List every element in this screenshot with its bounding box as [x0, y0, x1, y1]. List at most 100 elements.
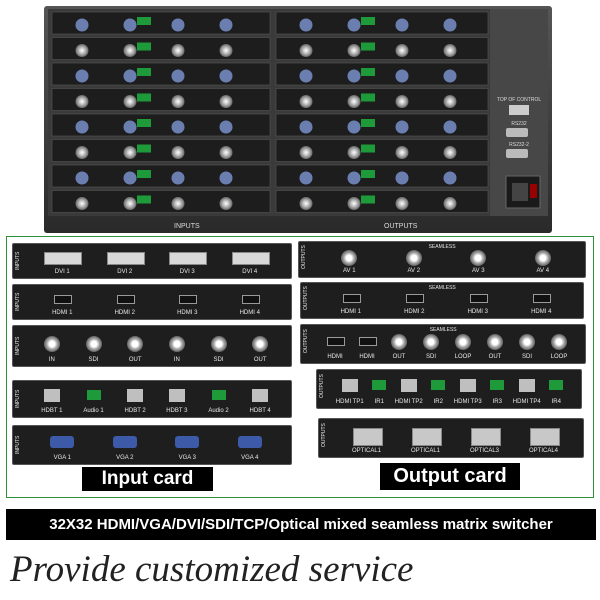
chassis-slot — [275, 37, 489, 60]
input-card-tag: INPUTS — [15, 435, 21, 454]
chassis-port — [299, 171, 313, 185]
port-label: HDBT 4 — [249, 408, 271, 414]
chassis-port — [171, 120, 185, 134]
port-connector-icon — [391, 334, 407, 350]
chassis-port — [443, 146, 457, 159]
port-label: SDI — [213, 357, 224, 363]
port-label: HDMI TP3 — [453, 399, 482, 405]
port-label: IN — [173, 357, 180, 363]
chassis-port — [171, 146, 185, 159]
chassis-terminal — [137, 93, 151, 102]
port-label: DVI 3 — [179, 269, 195, 275]
port-label: OPTICAL1 — [351, 448, 381, 454]
chassis-terminal — [137, 144, 151, 153]
port-connector-icon — [168, 389, 185, 402]
seamless-label: SEAMLESS — [428, 244, 456, 250]
chassis-port — [347, 95, 361, 108]
chassis-port — [75, 95, 89, 108]
port-connector-icon — [341, 379, 358, 392]
port-connector-icon — [533, 293, 552, 303]
outputs-label: OUTPUTS — [384, 223, 418, 230]
chassis-port — [75, 146, 89, 159]
port-connector-icon — [423, 334, 439, 350]
chassis-port — [395, 44, 409, 57]
port-label: VGA 3 — [178, 455, 196, 461]
chassis-port — [171, 18, 185, 32]
chassis-terminal — [137, 170, 151, 178]
chassis-slot — [275, 88, 489, 111]
input-card-tag: INPUTS — [15, 336, 21, 355]
port-connector-icon — [169, 252, 208, 265]
port-label: Audio 2 — [208, 408, 229, 414]
chassis-svg: TOP OF CONTROL RS232 RS232-2 INPUTS OUTP… — [44, 6, 552, 233]
chassis-port — [443, 95, 457, 108]
chassis-port — [443, 69, 457, 83]
chassis-port — [347, 18, 361, 32]
chassis-port — [75, 197, 89, 210]
cards-frame — [6, 236, 594, 498]
chassis-port — [219, 95, 233, 108]
chassis-port — [123, 197, 137, 210]
chassis-port — [443, 171, 457, 185]
chassis-port — [395, 171, 409, 185]
chassis-port — [347, 120, 361, 134]
port-label: HDMI 3 — [467, 309, 488, 315]
chassis-slot — [51, 190, 271, 213]
chassis-port — [395, 69, 409, 83]
chassis-port — [347, 197, 361, 210]
chassis-slot — [275, 164, 489, 188]
chassis-slot — [275, 62, 489, 86]
input-card-tag: INPUTS — [15, 251, 21, 270]
port-label: HDMI TP2 — [394, 399, 423, 405]
port-connector-icon — [210, 336, 227, 352]
chassis-port — [123, 146, 137, 159]
port-label: OPTICAL4 — [528, 448, 558, 454]
chassis-terminal — [137, 17, 151, 25]
chassis-port — [219, 18, 233, 32]
product-banner: 32X32 HDMI/VGA/DVI/SDI/TCP/Optical mixed… — [6, 509, 596, 540]
port-label: HDMI 4 — [239, 310, 260, 316]
rs232-2-label: RS232-2 — [509, 142, 529, 148]
chassis-port — [443, 18, 457, 32]
port-connector-icon — [106, 252, 145, 265]
port-connector-icon — [372, 380, 387, 390]
output-card-caption: Output card — [380, 463, 520, 490]
port-connector-icon — [43, 389, 60, 402]
chassis-port — [75, 69, 89, 83]
chassis-terminal — [137, 195, 151, 204]
port-label: SDI — [88, 357, 99, 363]
port-label: DVI 1 — [54, 269, 70, 275]
chassis-port — [395, 120, 409, 134]
port-connector-icon — [43, 336, 60, 352]
port-label: HDBT 1 — [41, 408, 63, 414]
port-label: HDMI TP4 — [512, 399, 541, 405]
port-connector-icon — [405, 249, 422, 266]
chassis-port — [443, 44, 457, 57]
port-connector-icon — [127, 336, 144, 352]
port-connector-icon — [406, 293, 425, 303]
port-label: VGA 4 — [241, 455, 259, 461]
chassis-port — [347, 69, 361, 83]
port-connector-icon — [127, 389, 144, 402]
chassis-port — [347, 146, 361, 159]
chassis-port — [171, 69, 185, 83]
chassis-terminal — [137, 119, 151, 127]
port-label: HDMI — [327, 354, 343, 360]
port-connector-icon — [85, 336, 102, 352]
output-card-tag: OUTPUTS — [303, 285, 309, 310]
chassis-port — [299, 69, 313, 83]
chassis-port — [395, 95, 409, 108]
chassis-port — [299, 146, 313, 159]
chassis-slot — [51, 11, 271, 35]
matrix-switcher-chassis-photo: TOP OF CONTROL RS232 RS232-2 INPUTS OUTP… — [44, 6, 552, 233]
port-connector-icon — [112, 436, 137, 448]
port-label: HDMI 2 — [404, 309, 425, 315]
port-label: AV 3 — [471, 268, 485, 274]
chassis-terminal — [361, 42, 375, 51]
chassis-terminal — [137, 42, 151, 51]
